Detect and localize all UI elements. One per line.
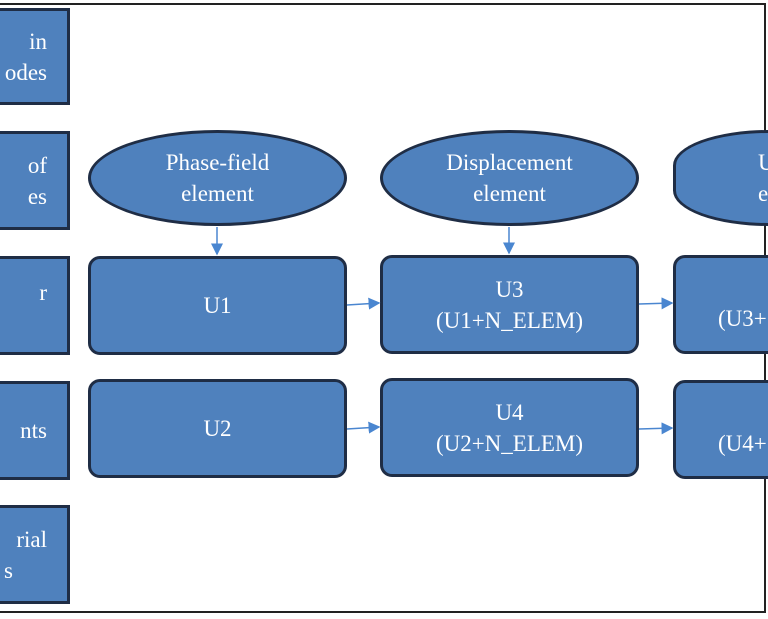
left-box-4-line-1: nts xyxy=(20,418,47,443)
left-box-3-line-1: r xyxy=(39,280,47,305)
left-box-2-line-2: es xyxy=(27,183,47,209)
u3-formula: (U1+N_ELEM) xyxy=(435,307,584,333)
displacement-element-ellipse: Displacement element xyxy=(380,130,639,226)
u6-box: (U4+ xyxy=(673,380,768,479)
u3-label: U3 xyxy=(495,276,524,302)
ellipse-3-line-1: U xyxy=(758,150,768,175)
ellipse-3-line-2: e xyxy=(758,181,768,206)
arrow-u4-to-u6 xyxy=(638,422,674,435)
u4-formula: (U2+N_ELEM) xyxy=(435,430,584,456)
u1-box: U1 xyxy=(88,256,347,355)
left-box-5: rial s xyxy=(0,505,70,604)
u2-label: U2 xyxy=(203,416,232,441)
left-box-3: r xyxy=(0,256,70,355)
u4-label: U4 xyxy=(495,399,524,425)
left-box-5-line-2: s xyxy=(4,557,13,583)
left-box-2-line-1: of xyxy=(27,152,47,178)
ellipse-1-line-1: Phase-field xyxy=(165,150,270,175)
arrow-u2-to-u4 xyxy=(346,421,381,434)
left-box-1-line-2: odes xyxy=(4,59,47,85)
arrow-u3-to-u5 xyxy=(638,297,674,310)
u4-box: U4 (U2+N_ELEM) xyxy=(380,378,639,477)
left-box-4: nts xyxy=(0,381,70,480)
left-box-1: in odes xyxy=(0,8,70,105)
ellipse-2-line-2: element xyxy=(473,181,546,206)
left-box-1-line-1: in xyxy=(29,28,47,54)
left-box-5-line-1: rial xyxy=(16,526,47,552)
u6-formula: (U4+ xyxy=(718,431,767,456)
ellipse-1-line-2: element xyxy=(181,181,254,206)
u3-box: U3 (U1+N_ELEM) xyxy=(380,255,639,354)
u5-box: (U3+ xyxy=(673,255,768,354)
u5-formula: (U3+ xyxy=(718,306,767,331)
arrow-u1-to-u3 xyxy=(346,297,381,310)
u1-label: U1 xyxy=(203,293,232,318)
ellipse-2-line-1: Displacement xyxy=(446,150,573,175)
phase-field-element-ellipse: Phase-field element xyxy=(88,130,347,226)
left-box-2: of es xyxy=(0,131,70,230)
u2-box: U2 xyxy=(88,379,347,478)
